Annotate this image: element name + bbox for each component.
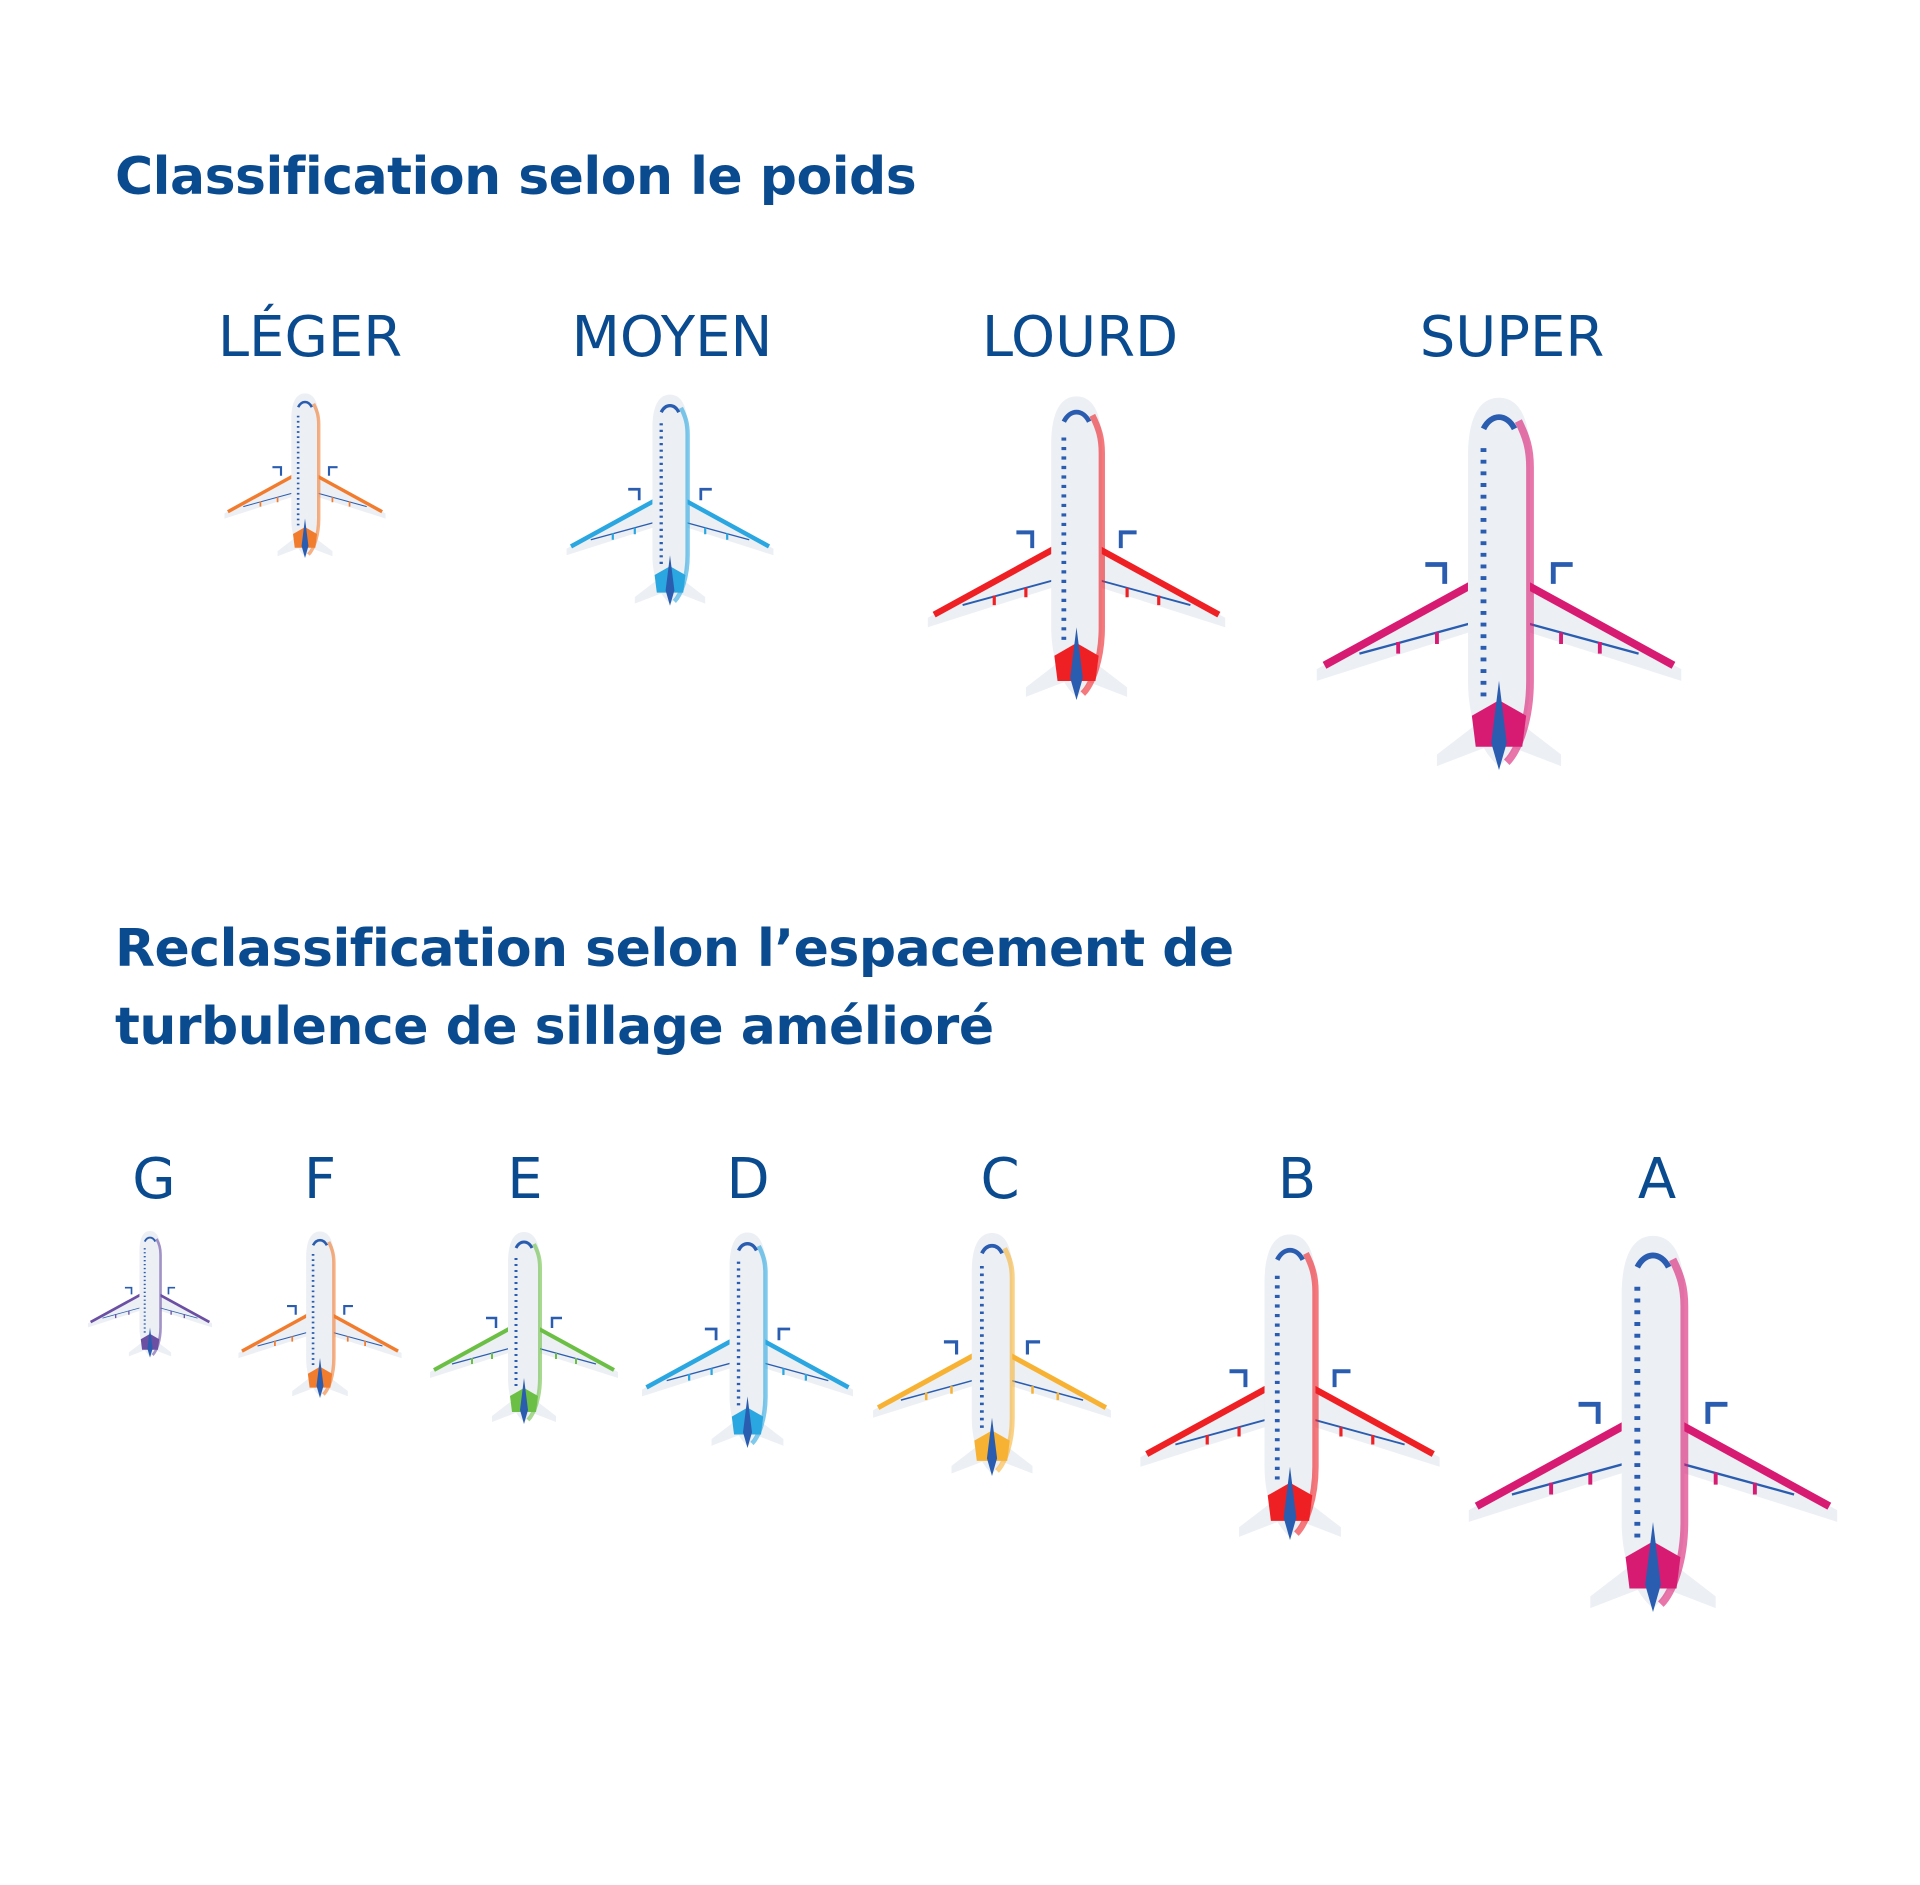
category-label-moyen: MOYEN bbox=[571, 305, 773, 370]
airplane-icon bbox=[218, 390, 392, 558]
category-label-c: C bbox=[980, 1147, 1020, 1212]
section-title-recat-line2: turbulence de sillage amélioré bbox=[115, 997, 994, 1057]
category-label-d: D bbox=[726, 1147, 770, 1212]
category-label-lourd: LOURD bbox=[981, 305, 1179, 370]
airplane-icon bbox=[84, 1228, 216, 1358]
category-label-e: E bbox=[507, 1147, 543, 1212]
section-title-recat: Reclassification selon l’espacement de t… bbox=[115, 910, 1234, 1066]
airplane-icon bbox=[1305, 390, 1693, 770]
airplane-icon bbox=[865, 1228, 1119, 1476]
airplane-icon bbox=[560, 390, 780, 606]
section-title-recat-line1: Reclassification selon l’espacement de bbox=[115, 919, 1234, 979]
category-label-f: F bbox=[303, 1147, 337, 1212]
category-label-g: G bbox=[132, 1147, 176, 1212]
section-title-weight: Classification selon le poids bbox=[115, 147, 917, 207]
airplane-icon bbox=[233, 1228, 407, 1398]
category-label-b: B bbox=[1277, 1147, 1317, 1212]
airplane-icon bbox=[1130, 1228, 1450, 1540]
airplane-icon bbox=[635, 1228, 860, 1448]
airplane-icon bbox=[1455, 1228, 1851, 1612]
airplane-icon bbox=[424, 1228, 624, 1424]
category-label-leger: LÉGER bbox=[217, 305, 403, 370]
airplane-icon bbox=[918, 390, 1235, 700]
category-label-super: SUPER bbox=[1419, 305, 1605, 370]
category-label-a: A bbox=[1637, 1147, 1677, 1212]
